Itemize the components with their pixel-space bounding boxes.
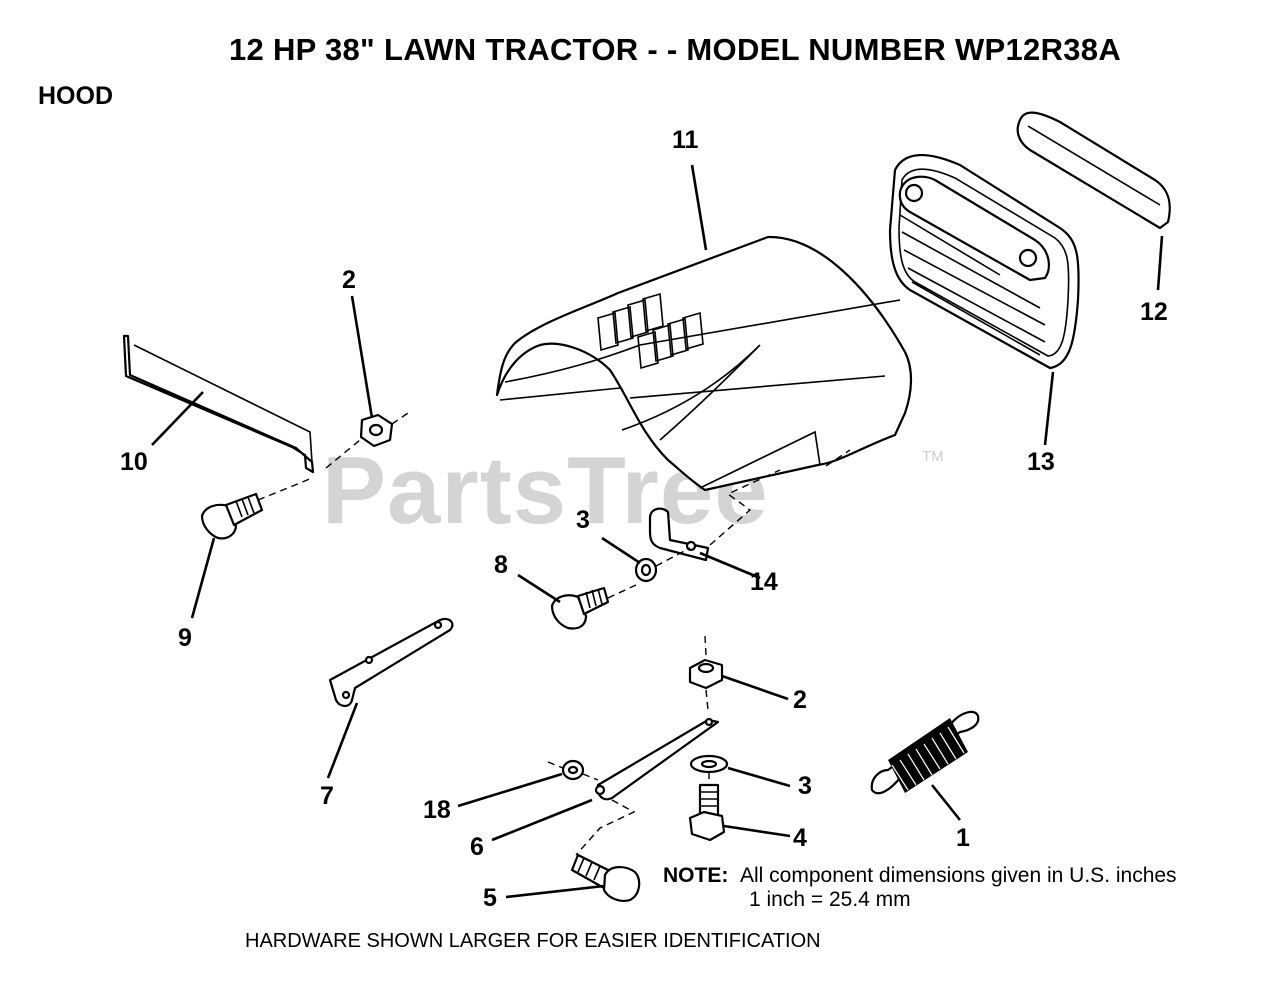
link-part-6: [594, 717, 720, 801]
callout-5: 5: [483, 884, 497, 912]
callout-13: 13: [1027, 448, 1055, 476]
assembly-lines: [257, 412, 851, 856]
callout-14: 14: [750, 568, 778, 596]
callout-9: 9: [178, 624, 192, 652]
callout-6: 6: [470, 833, 484, 861]
bolt-part-5: [570, 853, 641, 902]
bolt-part-4: [688, 783, 726, 842]
callout-3-upper: 3: [576, 506, 590, 534]
rod-part-10: [122, 334, 315, 474]
callout-8: 8: [494, 551, 508, 579]
hinge-part-14: [648, 507, 710, 562]
hood-part-11: [495, 235, 913, 492]
callout-2-lower: 2: [793, 686, 807, 714]
callout-2-upper: 2: [342, 266, 356, 294]
bolt-part-9: [200, 492, 264, 540]
dimension-note: NOTE: All component dimensions given in …: [663, 864, 1177, 912]
section-heading: HOOD: [38, 82, 113, 110]
washer-part-18: [561, 759, 585, 781]
nut-part-2-lower: [688, 658, 724, 690]
callout-1: 1: [956, 824, 970, 852]
washer-part-3-lower: [689, 754, 729, 774]
callout-10: 10: [120, 448, 148, 476]
callout-4: 4: [793, 824, 807, 852]
nut-part-2-upper: [359, 413, 394, 448]
leader-lines: [151, 164, 1164, 899]
spring-part-1: [870, 710, 980, 795]
washer-part-3-upper: [634, 557, 658, 583]
callout-18: 18: [423, 796, 451, 824]
callout-11: 11: [672, 126, 699, 154]
grille-part-13: [888, 154, 1080, 370]
note-line-1: All component dimensions given in U.S. i…: [740, 864, 1177, 887]
callout-3-lower: 3: [798, 772, 812, 800]
bolt-part-8: [550, 586, 610, 630]
callout-7: 7: [320, 782, 334, 810]
note-label: NOTE:: [663, 864, 729, 887]
trademark-mark: TM: [922, 448, 944, 465]
diagram-title: 12 HP 38" LAWN TRACTOR - - MODEL NUMBER …: [228, 32, 1122, 67]
hardware-footnote: HARDWARE SHOWN LARGER FOR EASIER IDENTIF…: [245, 930, 821, 952]
note-line-2: 1 inch = 25.4 mm: [749, 888, 911, 911]
bracket-part-7: [328, 617, 454, 708]
insert-part-12: [1016, 111, 1171, 230]
callout-12: 12: [1140, 298, 1168, 326]
